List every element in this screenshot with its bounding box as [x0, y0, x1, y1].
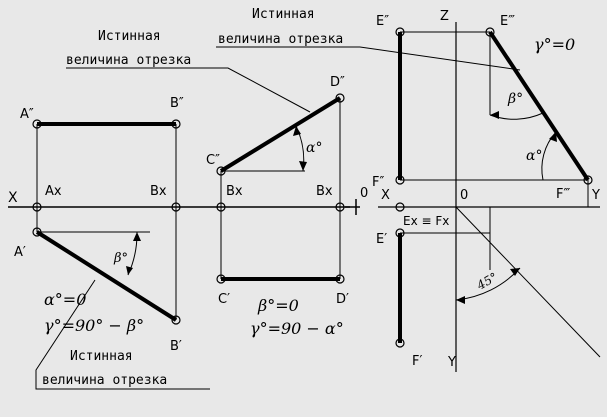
alpha-arrow-bottom-icon [299, 161, 307, 171]
label-y-2: Y [447, 355, 456, 370]
label-c1: C′ [218, 292, 230, 307]
label-ax: Ax [45, 184, 62, 199]
label-e1: E′ [376, 232, 387, 247]
label-zero-2: 0 [460, 188, 468, 203]
label-e3: E‴ [500, 14, 515, 29]
alpha-arrow-icon [293, 126, 301, 136]
label-bx-2: Bx [226, 184, 243, 199]
label-beta-1: β° [113, 251, 128, 266]
point-bx [171, 202, 181, 212]
point-exfx [395, 202, 405, 212]
point-a2 [32, 119, 42, 129]
true-length-label-2b: величина отрезка [66, 53, 191, 68]
true-length-label-1a: Истинная [70, 349, 133, 364]
point-f2 [395, 175, 405, 185]
point-a1 [32, 227, 42, 237]
segment-c2d2 [219, 96, 342, 173]
label-b1: B′ [170, 339, 182, 354]
label-f1: F′ [412, 354, 422, 369]
label-d2: D″ [330, 75, 345, 90]
label-bx-3: Bx [316, 184, 333, 199]
label-a1: A′ [14, 245, 26, 260]
label-exfx: Ex ≡ Fx [403, 214, 449, 228]
label-x-2: X [381, 188, 390, 203]
true-length-label-1b: величина отрезка [42, 373, 167, 388]
label-d1: D′ [336, 292, 349, 307]
label-beta-2: β° [507, 91, 523, 107]
alpha-arrow-profile-icon [549, 132, 557, 142]
label-e2: E″ [376, 14, 389, 29]
leader-line-2 [66, 67, 311, 113]
point-f3 [583, 175, 593, 185]
angle-45-arrow-icon [456, 296, 465, 304]
label-x: X [8, 190, 18, 206]
point-dx [335, 202, 345, 212]
beta-arrow-icon [126, 266, 133, 275]
point-d2 [335, 93, 345, 103]
point-b1 [171, 315, 181, 325]
true-length-label-3b: величина отрезка [218, 32, 343, 47]
true-length-label-3a: Истинная [252, 7, 315, 22]
label-c2: C″ [206, 153, 220, 168]
formula-case1-gamma: γ°=90° − β° [44, 316, 144, 335]
line-45-deg [455, 206, 601, 358]
beta-arrow-top-icon [133, 232, 141, 241]
point-d1 [335, 274, 345, 284]
label-a2: A″ [20, 107, 34, 122]
angle-45-arrow-right-icon [510, 268, 520, 276]
leader-line-1 [35, 279, 210, 390]
label-f3: F‴ [556, 187, 570, 202]
label-y-1: Y [591, 188, 600, 203]
point-c1 [216, 274, 226, 284]
segment-e3f3 [488, 30, 590, 182]
point-b2 [171, 119, 181, 129]
label-alpha-2: α° [526, 148, 542, 164]
point-e2 [395, 27, 405, 37]
label-z: Z [440, 9, 449, 24]
formula-case2-gamma: γ°=90 − α° [250, 319, 344, 338]
label-bx-1: Bx [150, 184, 167, 199]
label-zero-1: 0 [360, 186, 368, 201]
formula-case2-beta: β°=0 [257, 296, 299, 315]
point-ax [32, 202, 42, 212]
label-b2: B″ [170, 96, 184, 111]
segment-a1b1 [35, 230, 178, 322]
label-f2: F″ [372, 175, 384, 190]
formula-case3-gamma: γ°=0 [534, 35, 575, 54]
leader-line-3 [216, 46, 521, 71]
true-length-label-2a: Истинная [98, 29, 161, 44]
point-e1 [395, 228, 405, 238]
point-f1 [395, 338, 405, 348]
point-cx [216, 202, 226, 212]
formula-case1-alpha: α°=0 [44, 290, 86, 309]
point-e3 [485, 27, 495, 37]
beta-arrow-profile-icon [490, 111, 499, 119]
label-alpha-1: α° [306, 140, 322, 156]
point-c2 [216, 166, 226, 176]
